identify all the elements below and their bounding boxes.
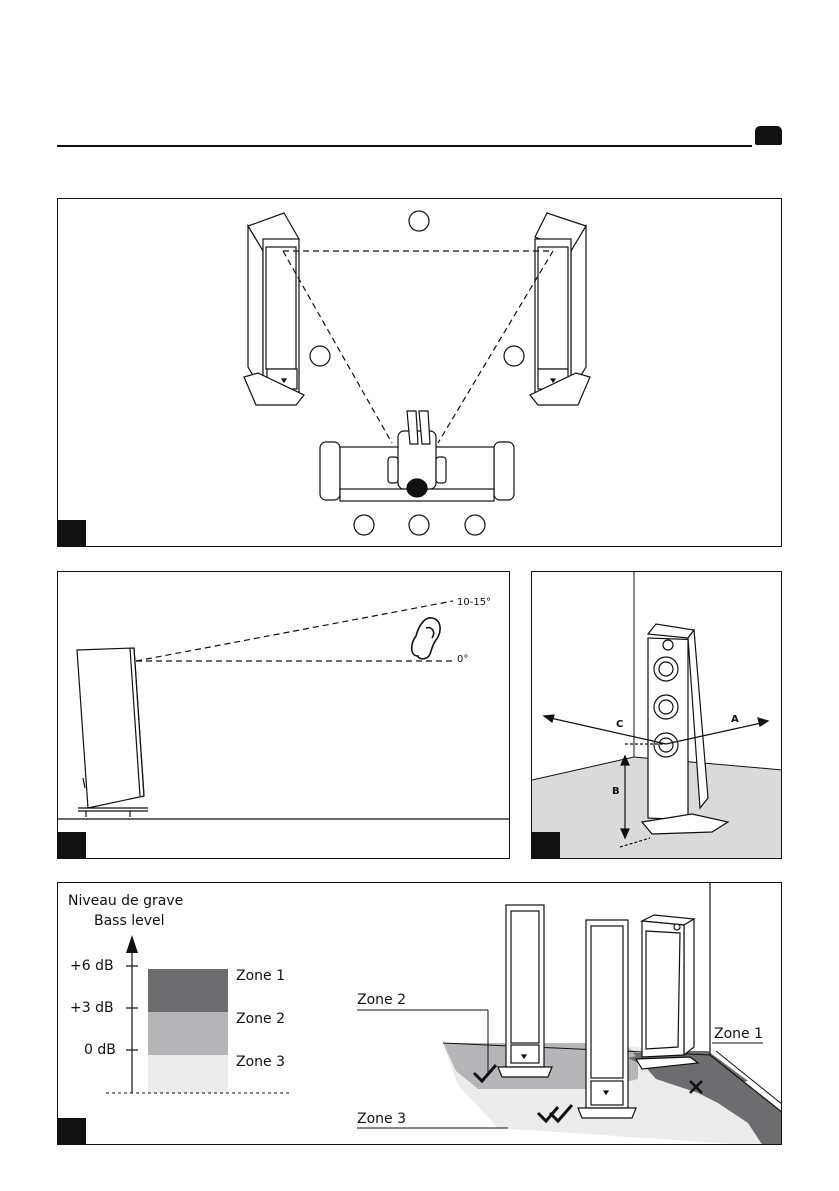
zone-legend-1: Zone 1 (236, 968, 285, 984)
zone-block-1 (148, 969, 228, 1012)
speaker-side-view (77, 648, 148, 817)
marker-circle-bottom-2 (409, 515, 429, 535)
marker-circle-right (504, 346, 524, 366)
panel-corner-marker (58, 832, 86, 858)
zone-block-2 (148, 1012, 228, 1055)
speaker-zone-2 (498, 905, 552, 1077)
room-label-zone-1: Zone 1 (714, 1026, 763, 1042)
angle-lines (136, 601, 453, 661)
zone-legend-3: Zone 3 (236, 1054, 285, 1070)
page-tab-marker (755, 126, 782, 145)
marker-circle-bottom-1 (354, 515, 374, 535)
speaker-zone-3 (578, 920, 636, 1118)
bass-zone-diagram: Niveau de grave Bass level +6 dB +3 dB 0… (58, 883, 782, 1145)
bass-title-fr: Niveau de grave (68, 893, 183, 909)
panel-wall-distances: C A B (531, 571, 782, 859)
wall-distance-diagram: C A B (532, 572, 782, 859)
panel-corner-marker (58, 1118, 86, 1144)
panel-bass-zones: Niveau de grave Bass level +6 dB +3 dB 0… (57, 882, 782, 1145)
angle-label-lower: 0° (457, 654, 468, 665)
bass-title-en: Bass level (94, 913, 165, 929)
panel-listening-triangle (57, 198, 782, 547)
room-label-zone-2: Zone 2 (357, 992, 406, 1008)
angle-label-upper: 10-15° (457, 597, 491, 608)
panel-corner-marker (532, 832, 560, 858)
level-label-3db: +3 dB (70, 1000, 114, 1016)
marker-circle-left (310, 346, 330, 366)
distance-label-a: A (731, 714, 739, 725)
marker-circle-top (409, 211, 429, 231)
zone-legend-2: Zone 2 (236, 1011, 285, 1027)
level-label-6db: +6 dB (70, 958, 114, 974)
room-label-zone-3: Zone 3 (357, 1111, 406, 1127)
panel-listening-angle: 10-15° 0° (57, 571, 510, 859)
distance-label-c: C (616, 719, 623, 730)
distance-label-b: B (612, 786, 620, 797)
angle-diagram: 10-15° 0° (58, 572, 510, 859)
speaker-zone-1 (636, 915, 698, 1069)
zone-block-3 (148, 1055, 228, 1093)
left-speaker (244, 213, 304, 405)
marker-circle-bottom-3 (465, 515, 485, 535)
header-rule (57, 145, 752, 147)
ear-icon (412, 618, 440, 659)
triangle-diagram (58, 199, 782, 547)
right-speaker (530, 213, 590, 405)
panel-corner-marker (58, 520, 86, 546)
level-label-0db: 0 dB (84, 1042, 116, 1058)
bass-axis-arrow (126, 935, 138, 953)
